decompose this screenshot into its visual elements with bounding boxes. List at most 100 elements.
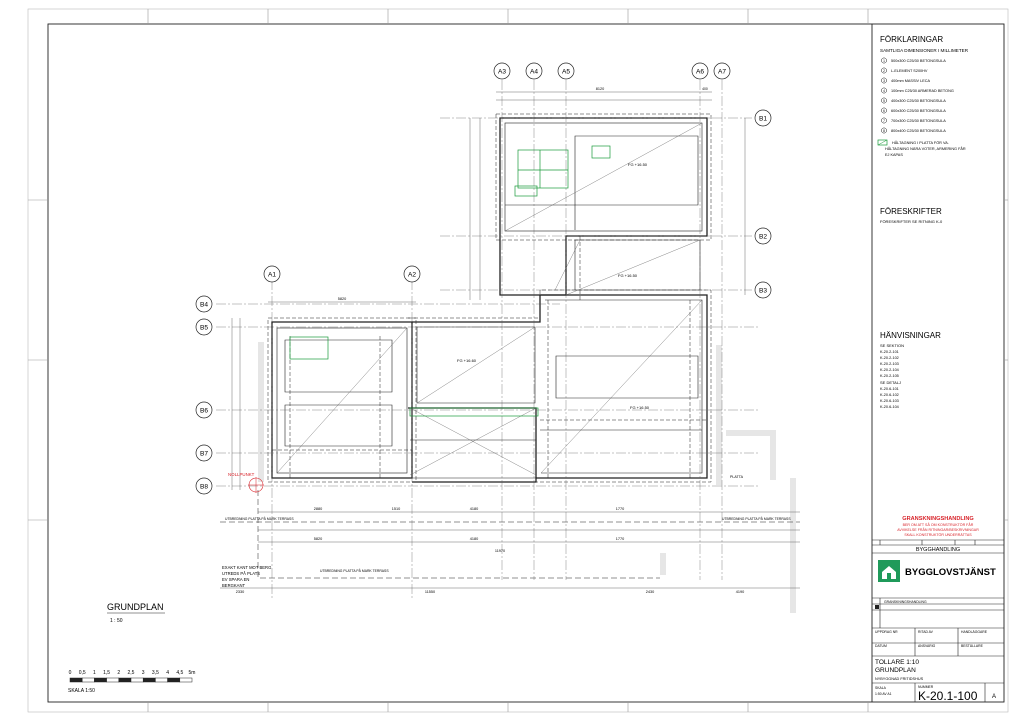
grid-bubble-label: A6 xyxy=(696,68,704,75)
references-details-label: SE DETALJ xyxy=(880,380,901,385)
grid-bubble-label: A1 xyxy=(268,271,276,278)
grid-bubble-label: B3 xyxy=(759,287,767,294)
grid-bubble-label: A3 xyxy=(498,68,506,75)
legend-item-number: 8 xyxy=(883,129,885,133)
dimension-lines xyxy=(220,91,800,589)
stamp-title: GRANSKNINGSHANDLING xyxy=(902,516,973,522)
scale-segment xyxy=(142,677,156,683)
reference-section: K-20.2-101 xyxy=(880,350,899,354)
reference-section: K-20.2-103 xyxy=(880,362,899,366)
grid-bubble-b3: B3 xyxy=(754,281,772,299)
references-title: HÄNVISNINGAR xyxy=(880,331,941,340)
legend-item: 1 500x300 C25/30 BETONGSULA xyxy=(881,57,946,64)
scale-label: 0 xyxy=(69,670,72,676)
scale-label: 3 xyxy=(142,670,145,676)
berg-note-3: EV SPARA EN xyxy=(222,577,249,582)
legend-item-marker xyxy=(881,87,887,94)
title-block xyxy=(872,539,1004,702)
reference-section: K-20.2-104 xyxy=(880,368,899,372)
dimension-text: 4190 xyxy=(736,590,744,594)
tb-company: BYGGLOVSTJÄNST xyxy=(905,567,996,578)
legend-note-2: HÅLTAGNING NÄRA VOTER, ARMERING FÅR xyxy=(885,146,966,151)
dimension-text: 5820 xyxy=(314,537,322,541)
footing-dashed-lines xyxy=(267,113,712,483)
sheet-border xyxy=(47,23,1005,703)
legend-title: FÖRKLARINGAR xyxy=(880,35,943,44)
floor-plan xyxy=(216,80,800,613)
scale-caption: SKALA 1:50 xyxy=(68,688,95,694)
berg-note-4: BERGKANT xyxy=(222,583,245,588)
pipe-openings xyxy=(289,145,611,417)
grid-bubble-b8: B8 xyxy=(195,477,213,495)
plan-scale: 1 : 50 xyxy=(110,618,123,624)
terrace-label-1: UTBREDNING PLATTA PÅ MARK TERRASS xyxy=(225,516,294,521)
plan-title: GRUNDPLAN xyxy=(107,602,164,612)
tb-sheet-title: GRUNDPLAN xyxy=(875,667,916,674)
legend-item-text: 500x300 C25/30 BETONGSULA xyxy=(891,59,946,63)
grid-bubble-circle xyxy=(525,62,543,80)
legend-item-text: 700x300 C25/30 BETONGSULA xyxy=(891,119,946,123)
grid-bubble-b7: B7 xyxy=(195,444,213,462)
scale-label: 3,5 xyxy=(152,670,159,676)
grid-bubble-b1: B1 xyxy=(754,109,772,127)
regulations-title: FÖRESKRIFTER xyxy=(880,207,942,216)
grid-bubble-circle xyxy=(195,401,213,419)
reference-section: K-20.2-102 xyxy=(880,356,899,360)
grid-bubble-label: B6 xyxy=(200,407,208,414)
grid-bubble-circle xyxy=(754,227,772,245)
legend-item-number: 4 xyxy=(883,89,885,93)
scale-segment xyxy=(167,677,181,683)
legend-item-number: 6 xyxy=(883,109,885,113)
stamp-line-3: SKALL KONSTRUKTÖR UNDERRÄTTAS xyxy=(904,533,972,537)
tb-handling: BYGGHANDLING xyxy=(916,547,960,553)
tb-nummer-label: NUMMER xyxy=(918,685,934,689)
grid-bubble-b5: B5 xyxy=(195,318,213,336)
legend-item-text: 400mm MASSIV LECA xyxy=(891,79,931,83)
terrain-strips xyxy=(258,342,796,613)
scale-label: 4 xyxy=(166,670,169,676)
tb-blad: A xyxy=(992,694,996,700)
legend-item-number: 1 xyxy=(883,59,885,63)
grid-bubble-label: B2 xyxy=(759,233,767,240)
grid-bubble-a4: A4 xyxy=(525,62,543,80)
grid-bubble-circle xyxy=(754,109,772,127)
stamp-line-1: BER OM ATT SÅ OM KONSTRUKTÖR FÅR xyxy=(903,522,974,527)
scale-segment xyxy=(179,677,193,683)
legend-item-marker xyxy=(881,57,887,64)
grid-bubble-a1: A1 xyxy=(263,265,281,283)
scale-segment xyxy=(94,677,107,683)
grid-bubble-circle xyxy=(557,62,575,80)
berg-note-2: UTREDS PÅ PLATS xyxy=(222,571,260,576)
grid-lines xyxy=(216,80,760,600)
legend-item-marker xyxy=(881,97,887,104)
grid-bubble-label: A5 xyxy=(562,68,570,75)
review-stamp: GRANSKNINGSHANDLING BER OM ATT SÅ OM KON… xyxy=(897,516,979,537)
reference-detail: K-20.6-104 xyxy=(880,405,899,409)
dimension-text: 4180 xyxy=(470,507,478,511)
scale-label: 4,5 xyxy=(176,670,183,676)
grid-bubble-a3: A3 xyxy=(493,62,511,80)
terrace-label-2: UTBREDNING PLATTA PÅ MARK TERRASS xyxy=(320,568,389,573)
tb-number: K-20.1-100 xyxy=(918,689,978,703)
scale-label: 2 xyxy=(117,670,120,676)
grid-bubble-circle xyxy=(493,62,511,80)
legend-item-text: 800x400 C25/30 BETONGSULA xyxy=(891,129,946,133)
dim-top-left: 400 xyxy=(702,87,708,91)
dimension-text: 1770 xyxy=(616,507,624,511)
tb-skala-value: 1:50 AV A1 xyxy=(875,692,892,696)
grid-bubble-b6: B6 xyxy=(195,401,213,419)
legend-item-number: 7 xyxy=(883,119,885,123)
grid-bubble-circle xyxy=(195,318,213,336)
references-sections: K-20.2-101K-20.2-102K-20.2-103K-20.2-104… xyxy=(880,350,899,378)
grid-bubble-a5: A5 xyxy=(557,62,575,80)
grid-bubble-circle xyxy=(713,62,731,80)
dim-top-total: 8120 xyxy=(596,87,604,91)
